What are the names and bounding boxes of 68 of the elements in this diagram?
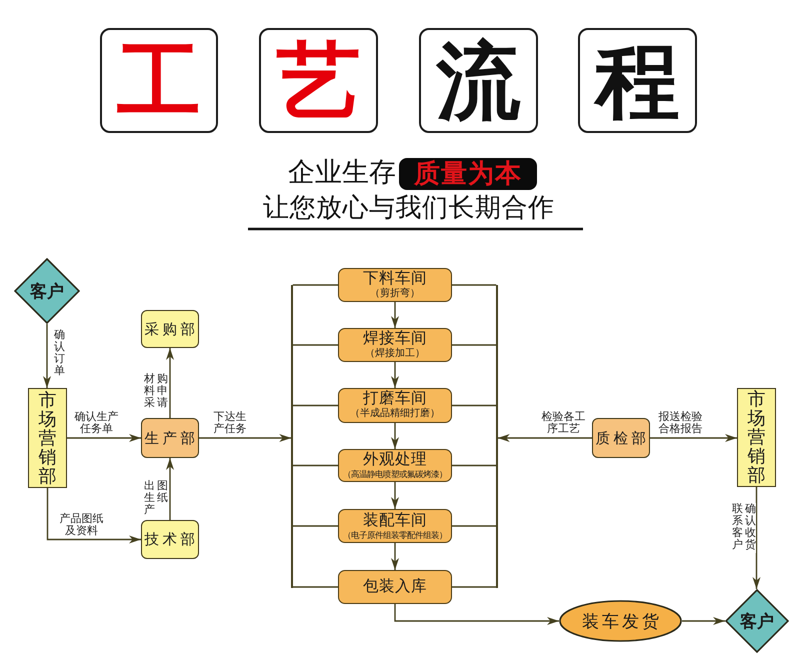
edge-label: 确认生产任务单 bbox=[74, 411, 120, 436]
slogan-text: 企业生存 bbox=[288, 157, 396, 189]
process-title: 外观处理 bbox=[363, 451, 427, 470]
process-box: 质检部 bbox=[592, 418, 650, 458]
process-box bbox=[338, 328, 452, 362]
bus-line bbox=[496, 284, 498, 588]
process-note: （剪折弯） bbox=[370, 288, 420, 300]
process-box: 包装入库 bbox=[338, 570, 452, 604]
edge-label: 联系客户确认收货 bbox=[732, 503, 756, 554]
connector-line bbox=[452, 464, 496, 466]
ellipse-node: 装车发货 bbox=[559, 600, 682, 642]
connector-line bbox=[292, 464, 338, 466]
arrow bbox=[391, 423, 399, 449]
arrow bbox=[199, 434, 292, 442]
process-box bbox=[338, 268, 452, 302]
diamond-node: 客户 bbox=[725, 589, 789, 653]
arrow bbox=[498, 434, 592, 442]
connector-line bbox=[452, 404, 496, 406]
connector-line bbox=[292, 525, 338, 527]
arrow bbox=[391, 362, 399, 388]
title-tile: 程 bbox=[578, 28, 697, 133]
process-box: 市场营销部 bbox=[737, 388, 776, 487]
edge-label: 检验各工序工艺 bbox=[541, 411, 586, 436]
arrow bbox=[391, 543, 399, 570]
process-note: （高温静电喷塑或氟碳烤漆） bbox=[343, 469, 447, 480]
process-box bbox=[338, 509, 452, 543]
process-box bbox=[338, 449, 452, 482]
arrow bbox=[166, 458, 174, 520]
process-note: （焊接加工） bbox=[365, 348, 425, 360]
arrow bbox=[650, 434, 737, 442]
arrow bbox=[166, 348, 174, 418]
edge-label: 下达生产任务 bbox=[213, 411, 248, 436]
connector-line bbox=[292, 586, 338, 588]
connector-line bbox=[452, 525, 496, 527]
connector-line bbox=[452, 344, 496, 346]
connector-line bbox=[292, 404, 338, 406]
edge-label: 产品图纸及资料 bbox=[59, 513, 104, 538]
title-tile: 艺 bbox=[259, 28, 378, 133]
process-note: （半成品精细打磨） bbox=[350, 408, 440, 421]
connector-line bbox=[292, 344, 338, 346]
highlight-badge: 质量为本 bbox=[399, 158, 537, 190]
connector-line bbox=[452, 586, 496, 588]
bus-line bbox=[291, 284, 293, 588]
process-note: （电子原件组装零配件组装） bbox=[343, 530, 447, 540]
arrow bbox=[391, 302, 399, 328]
process-box: 采购部 bbox=[141, 310, 199, 348]
diamond-node: 客户 bbox=[14, 258, 80, 324]
process-box: 生产部 bbox=[141, 418, 199, 458]
arrow bbox=[752, 487, 760, 589]
edge-label: 报送检验合格报告 bbox=[658, 411, 704, 436]
arrow bbox=[43, 324, 51, 388]
arrow bbox=[394, 604, 559, 625]
arrow bbox=[391, 482, 399, 509]
process-title: 下料车间 bbox=[363, 270, 427, 288]
process-title: 焊接车间 bbox=[363, 330, 427, 348]
process-box: 技术部 bbox=[141, 520, 199, 559]
slogan-text: 让您放心与我们长期合作 bbox=[263, 192, 554, 224]
connector-line bbox=[452, 284, 496, 286]
arrow bbox=[67, 434, 141, 442]
arrow bbox=[46, 488, 141, 544]
arrow bbox=[682, 617, 725, 625]
connector-line bbox=[292, 284, 338, 286]
title-tile: 流 bbox=[419, 28, 538, 133]
process-title: 打磨车间 bbox=[363, 390, 427, 408]
process-box bbox=[338, 388, 452, 423]
process-title: 装配车间 bbox=[363, 512, 427, 530]
title-tile: 工 bbox=[100, 28, 218, 133]
process-box: 市场营销部 bbox=[28, 388, 67, 488]
